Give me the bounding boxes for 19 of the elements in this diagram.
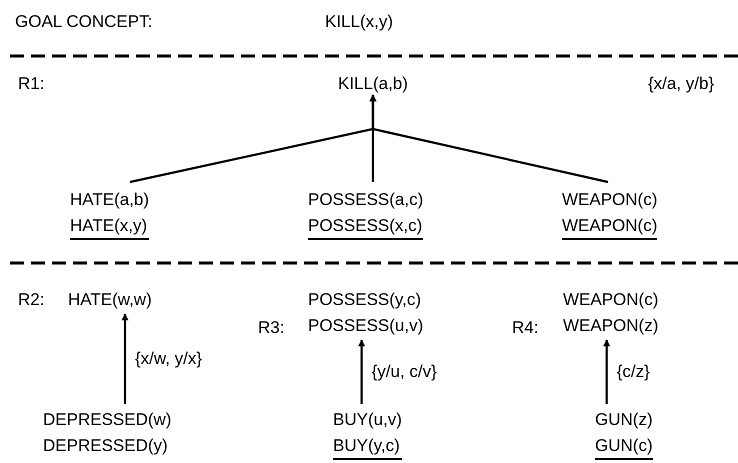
section-label: GOAL CONCEPT: bbox=[15, 12, 152, 32]
formula-text: KILL(a,b) bbox=[338, 74, 408, 94]
rule-label: R1: bbox=[18, 74, 44, 94]
arrow bbox=[358, 339, 366, 404]
edge-label: {x/w, y/x} bbox=[135, 349, 202, 369]
edge-label: {c/z} bbox=[616, 362, 650, 382]
arrow bbox=[603, 339, 610, 404]
formula-text: KILL(x,y) bbox=[325, 12, 394, 32]
arrow bbox=[122, 313, 128, 404]
rule-label: R2: bbox=[18, 290, 44, 310]
formula-text: POSSESS(y,c) POSSESS(u,v) bbox=[308, 290, 424, 336]
formula-text: WEAPON(c) WEAPON(z) bbox=[563, 290, 658, 336]
substitution-text: {x/a, y/b} bbox=[648, 74, 714, 94]
formula-text: DEPRESSED(w) DEPRESSED(y) bbox=[43, 410, 172, 456]
arrow bbox=[369, 94, 608, 184]
rule-label: R4: bbox=[512, 318, 538, 338]
edge-label: {y/u, c/v} bbox=[372, 362, 437, 382]
rule-label: R3: bbox=[258, 318, 284, 338]
formula-text: HATE(w,w) bbox=[68, 290, 152, 310]
